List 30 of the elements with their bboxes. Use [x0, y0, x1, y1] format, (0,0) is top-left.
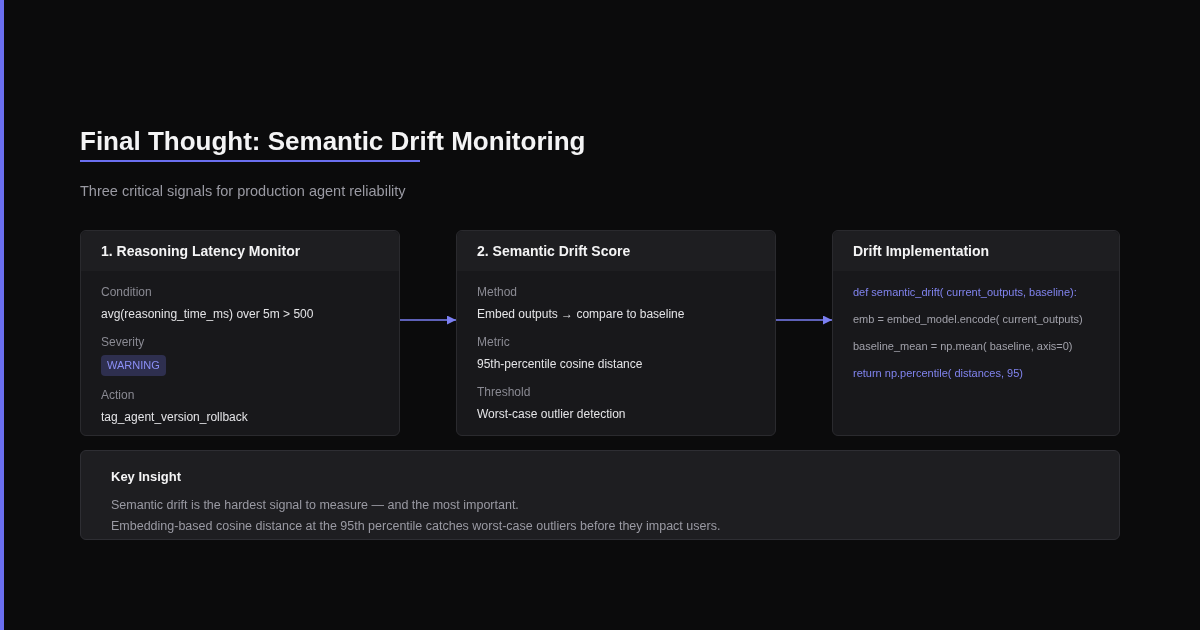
card-header: 2. Semantic Drift Score: [457, 231, 775, 271]
severity-badge: WARNING: [101, 355, 166, 376]
field-label: Threshold: [477, 384, 532, 401]
insight-text: Embedding-based cosine distance at the 95th percentile catches worst-case outliers before they impact users.: [111, 517, 722, 535]
field-value: tag_agent_version_rollback: [101, 408, 249, 426]
code-line: def semantic_drift( current_outputs, baseline):: [853, 285, 1078, 300]
subtitle: Three critical signals for production agent reliability: [80, 182, 406, 201]
code-line: return np.percentile( distances, 95): [853, 366, 1024, 381]
field-label: Method: [477, 284, 519, 301]
field-value: 95th-percentile cosine distance: [477, 356, 644, 373]
insight-panel: [80, 450, 1120, 540]
field-value: avg(reasoning_time_ms) over 5m > 500: [101, 306, 315, 323]
card-header: Drift Implementation: [833, 231, 1119, 271]
field-label: Metric: [477, 334, 511, 351]
insight-text: Semantic drift is the hardest signal to measure — and the most important.: [111, 496, 520, 514]
page-title: Final Thought: Semantic Drift Monitoring: [80, 125, 586, 158]
arrow: [775, 315, 833, 325]
field-value: Embed outputs → compare to baseline: [477, 306, 686, 323]
card-header: 1. Reasoning Latency Monitor: [81, 231, 399, 271]
insight-heading: Key Insight: [111, 468, 183, 486]
field-label: Action: [101, 386, 136, 404]
monitor-card: [80, 230, 400, 436]
field-label: Severity: [101, 334, 146, 351]
code-line: emb = embed_model.encode( current_outputs): [853, 312, 1084, 327]
field-value: Worst-case outlier detection: [477, 406, 627, 423]
code-line: baseline_mean = np.mean( baseline, axis=0): [853, 339, 1074, 354]
arrow: [399, 315, 457, 325]
field-label: Condition: [101, 284, 153, 301]
monitor-card: [456, 230, 776, 436]
code-card: [832, 230, 1120, 436]
